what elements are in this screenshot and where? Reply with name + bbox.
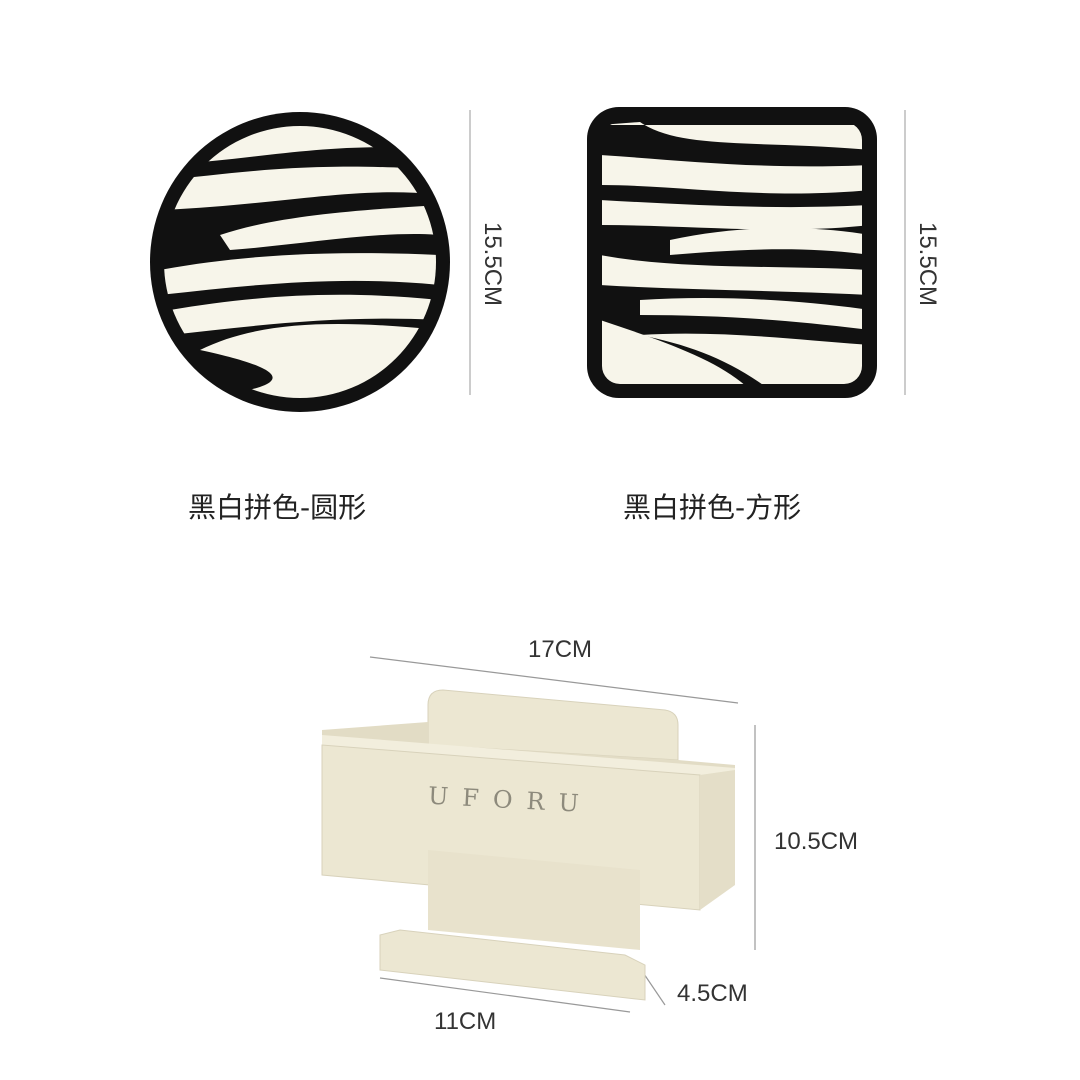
wall-holder: [321, 656, 756, 1013]
square-height-label: 15.5CM: [914, 221, 942, 307]
height-label: 10.5CM: [774, 828, 859, 855]
square-trivet: [587, 107, 877, 398]
bottom-width-label: 11CM: [434, 1008, 497, 1035]
round-caption: 黑白拼色-圆形: [188, 491, 367, 524]
round-trivet: [150, 112, 450, 412]
round-height-label: 15.5CM: [479, 221, 507, 307]
depth-label: 4.5CM: [677, 980, 748, 1007]
width-label: 17CM: [528, 636, 593, 663]
square-caption: 黑白拼色-方形: [623, 491, 802, 524]
